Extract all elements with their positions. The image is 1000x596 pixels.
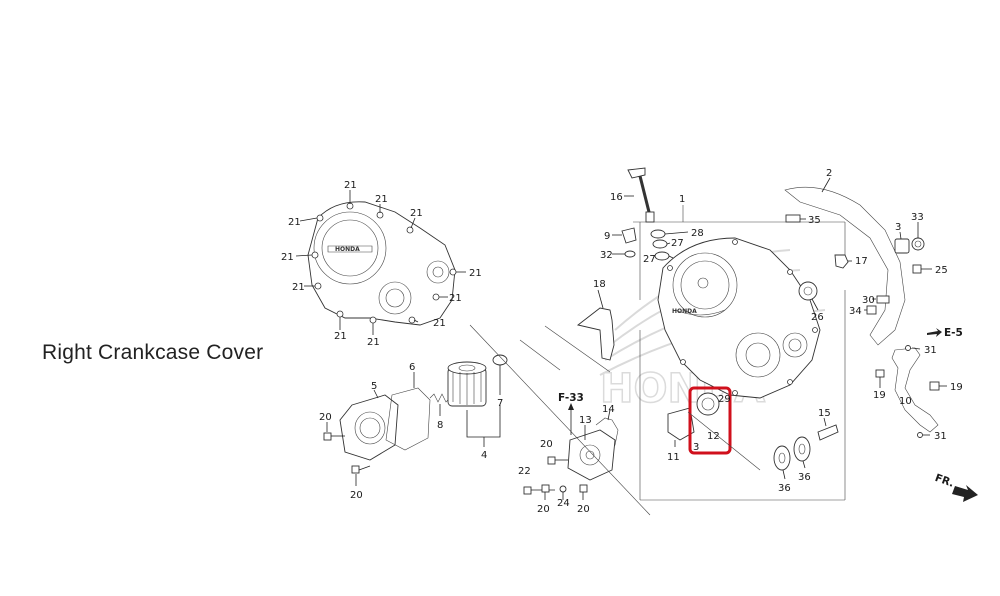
callout: 32 [600, 250, 613, 261]
bracket-11 [667, 407, 695, 447]
bolt-17 [834, 254, 852, 269]
callout: 25 [935, 265, 948, 276]
callout: 21 [281, 252, 294, 263]
callout: 8 [437, 420, 443, 431]
svg-text:HONDA: HONDA [672, 308, 697, 315]
callout: 19 [873, 390, 886, 401]
callout: 36 [798, 472, 811, 483]
callout: 33 [911, 212, 924, 223]
pipe-10 [875, 345, 947, 438]
callout: 2 [826, 168, 832, 179]
cover-5 [339, 389, 399, 461]
callout: 21 [288, 217, 301, 228]
callout: 9 [604, 231, 610, 242]
callout: 36 [778, 483, 791, 494]
bearings-36 [773, 436, 811, 480]
callout: 35 [808, 215, 821, 226]
bolts-lower [523, 456, 588, 500]
callout: 6 [409, 362, 415, 373]
callout: 15 [818, 408, 831, 419]
cap-9-32 [612, 227, 637, 258]
callout: 27 [671, 238, 684, 249]
sensor-16 [624, 167, 655, 223]
callout: 20 [577, 504, 590, 515]
dowel-pin [785, 214, 806, 223]
callout: 4 [481, 450, 487, 461]
callout: 14 [602, 404, 615, 415]
gasket [784, 177, 906, 346]
callout: 24 [557, 498, 570, 509]
crankcase-cover-outline: HONDA [307, 201, 457, 326]
bolt-25 [912, 264, 932, 274]
spring-8 [429, 393, 451, 416]
callout: 18 [593, 279, 606, 290]
callout: 34 [849, 306, 862, 317]
callout: 21 [292, 282, 305, 293]
seal-26 [798, 281, 819, 311]
callout: 26 [811, 312, 824, 323]
callout: 31 [934, 431, 947, 442]
shaft-15 [817, 417, 839, 441]
callout: 3 [895, 222, 901, 233]
callout: 21 [449, 293, 462, 304]
o-ring-7 [492, 354, 508, 395]
main-cover: HONDA [657, 237, 821, 399]
callout: 31 [924, 345, 937, 356]
oil-filter-4 [447, 361, 501, 447]
callout: 20 [537, 504, 550, 515]
oil-pipe-18 [576, 289, 615, 361]
callout: 21 [433, 318, 446, 329]
callout: 5 [371, 381, 377, 392]
callout: 28 [691, 228, 704, 239]
callout: 21 [410, 208, 423, 219]
diagram-title: Right Crankcase Cover [42, 341, 264, 364]
callout: 21 [344, 180, 357, 191]
front-arrow-icon [952, 485, 978, 502]
o-rings-27-28 [650, 229, 689, 261]
callout: 20 [540, 439, 553, 450]
ref-e5: E-5 [944, 327, 963, 339]
callout: 29 [718, 394, 731, 405]
callout: 19 [950, 382, 963, 393]
collar-parts [894, 222, 925, 254]
callout: 20 [319, 412, 332, 423]
bolts-left-lower [323, 422, 371, 486]
callout: 12 [707, 431, 720, 442]
ref-f33: F-33 [558, 392, 584, 404]
svg-text:HONDA: HONDA [335, 246, 360, 253]
callout-labels: 21 21 21 21 21 21 21 21 21 21 21 6 5 20 … [281, 168, 963, 515]
callout: 22 [518, 466, 531, 477]
water-pump-13 [567, 425, 616, 481]
callout: 27 [643, 254, 656, 265]
callout: 13 [579, 415, 592, 426]
callout: 20 [350, 490, 363, 501]
callout: 21 [375, 194, 388, 205]
callout: 3 [693, 442, 699, 453]
callout: 1 [679, 194, 685, 205]
callout: 7 [497, 398, 503, 409]
callout: 21 [334, 331, 347, 342]
callout: 17 [855, 256, 868, 267]
callout: 30 [862, 295, 875, 306]
callout: 11 [667, 452, 680, 463]
bolt-leader-lines [295, 190, 466, 335]
e5-arrow-icon [927, 328, 942, 337]
gasket-6 [385, 372, 431, 451]
oil-seal-12 [688, 386, 732, 455]
callout: 21 [469, 268, 482, 279]
callout: 16 [610, 192, 623, 203]
highlight-box [688, 386, 732, 455]
plug-30-34 [864, 295, 890, 315]
callout: 10 [899, 396, 912, 407]
guide-lines [469, 324, 761, 516]
ref-fr: FR. [933, 472, 955, 490]
f33-arrow-icon [568, 403, 574, 435]
callout: 21 [367, 337, 380, 348]
